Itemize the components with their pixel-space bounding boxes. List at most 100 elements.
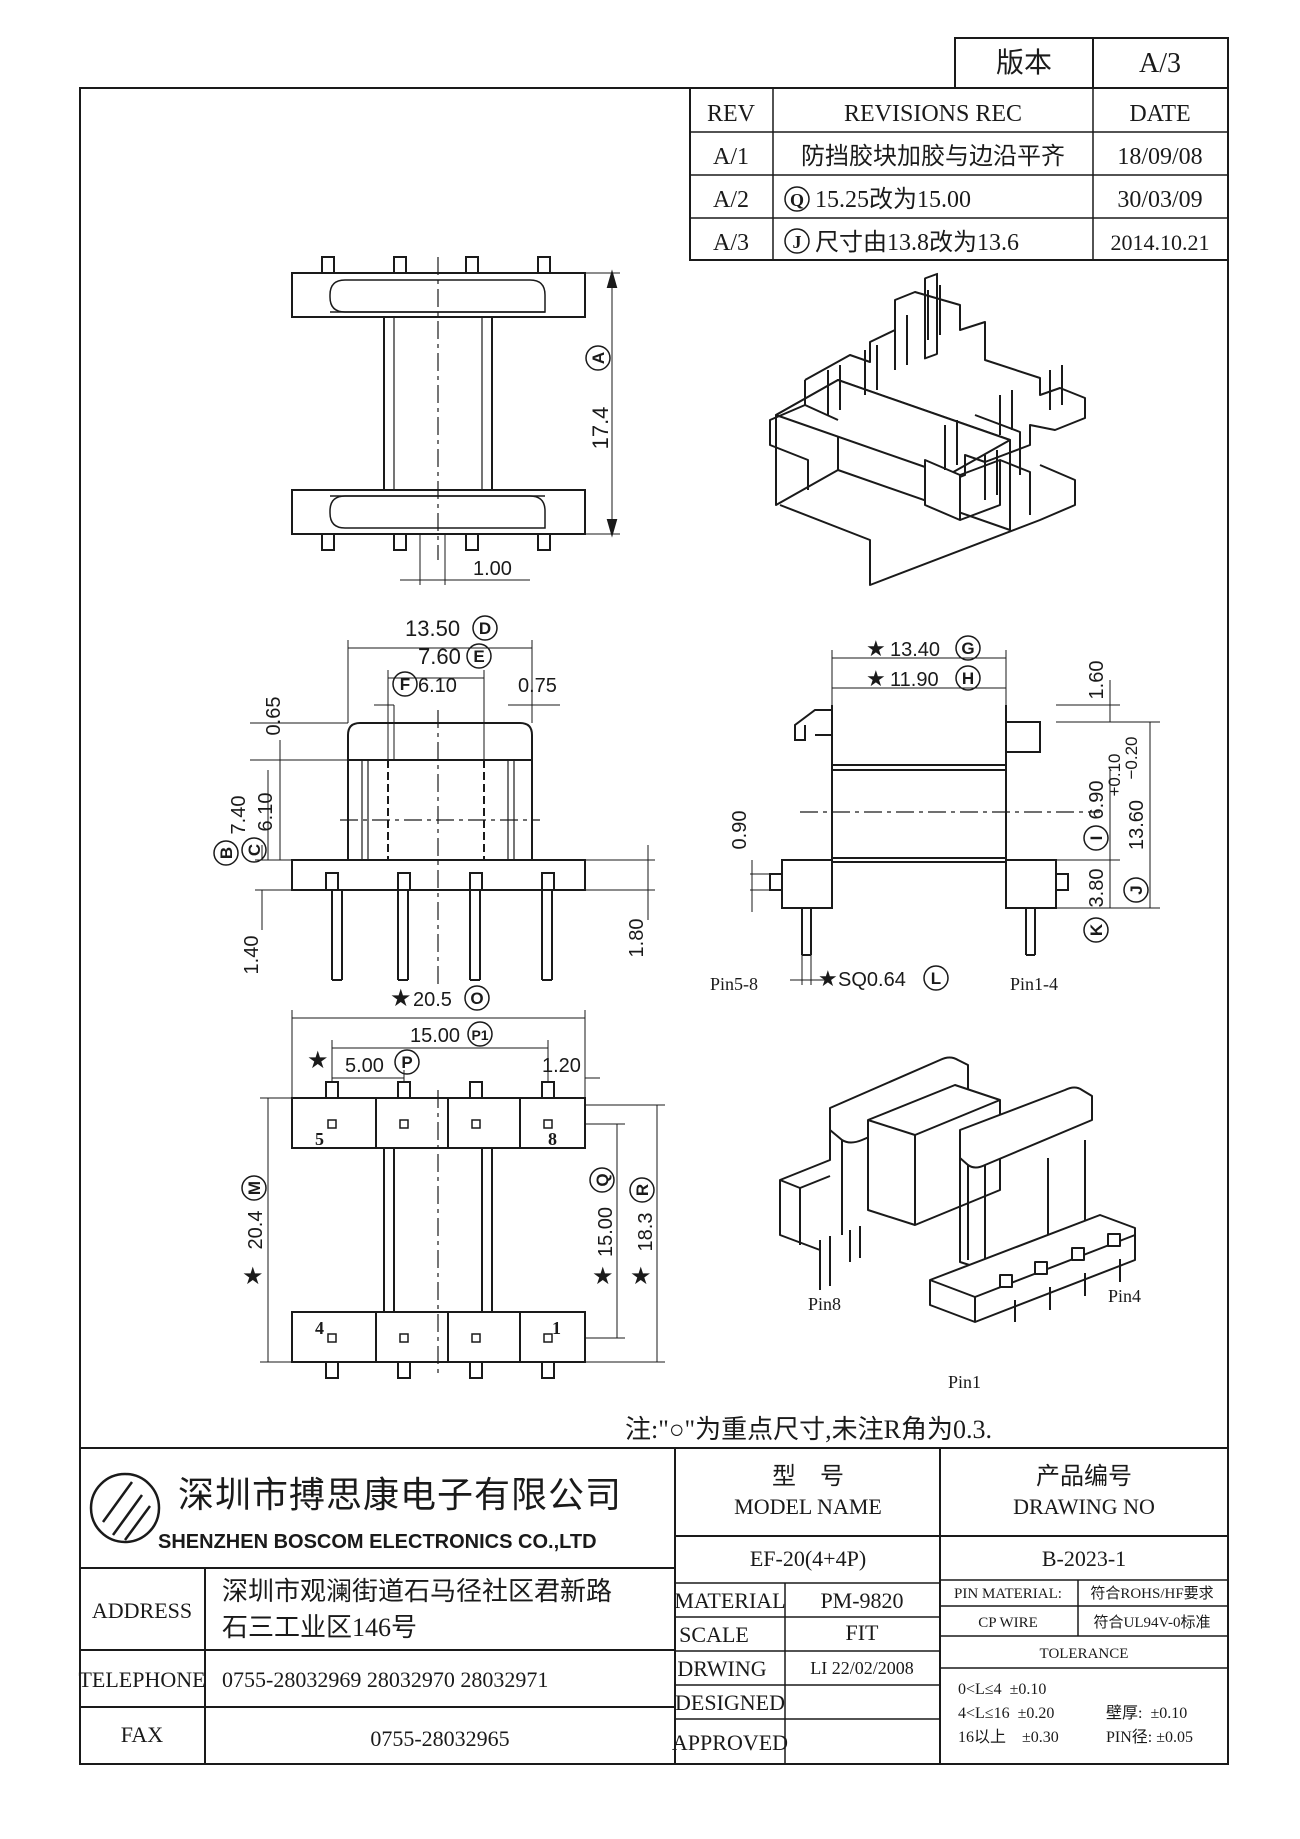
scale-value: FIT	[846, 1620, 880, 1645]
dim-front-height-mark: B	[217, 847, 236, 859]
drwing-value: LI 22/02/2008	[810, 1658, 914, 1678]
rev-row-1-date: 18/09/08	[1117, 144, 1202, 170]
model-name-cn: 型 号	[772, 1463, 844, 1490]
iso-view-lower	[779, 1056, 1136, 1323]
dim-side-tol-plus: +0.10	[1105, 753, 1124, 796]
tolerance-2: 4<L≤16 ±0.20	[958, 1705, 1054, 1722]
bot-row-star: ★	[592, 1263, 614, 1290]
dim-side-top: 1.60	[1086, 661, 1108, 700]
bot-pitch-star: ★	[307, 1047, 329, 1074]
dim-top-gap: 1.00	[473, 558, 512, 580]
dim-side-tol-minus: −0.20	[1122, 736, 1141, 779]
bot-width-star: ★	[390, 985, 412, 1012]
pin-material-label: PIN MATERIAL:	[954, 1586, 1062, 1602]
dim-bot-pitch-total-mark: P1	[471, 1027, 488, 1043]
pin-size-star: ★	[818, 966, 838, 991]
tolerance-label: TOLERANCE	[1040, 1646, 1129, 1662]
dim-side-base: 3.80	[1086, 869, 1108, 908]
dim-side-inner-mark: H	[962, 669, 974, 688]
front-view	[250, 640, 655, 985]
rev-row-1-rev: A/1	[713, 144, 749, 170]
model-name-value: EF-20(4+4P)	[750, 1546, 866, 1571]
rev-row-3-rev: A/3	[713, 230, 749, 256]
material-value: PM-9820	[820, 1588, 903, 1613]
dim-pin-size-mark: L	[931, 969, 941, 988]
dim-bot-row-mark: Q	[593, 1173, 612, 1186]
dim-side-inner: 11.90	[890, 669, 939, 691]
dim-bot-height: 20.4	[245, 1211, 267, 1250]
tolerance-3b: PIN径: ±0.05	[1106, 1728, 1193, 1746]
dim-bot-row2: 18.3	[635, 1213, 657, 1252]
bottom-view	[260, 1010, 665, 1379]
dim-bot-row: 15.00	[595, 1207, 617, 1257]
dim-front-side: 0.75	[518, 675, 557, 697]
version-box: 版本 A/3	[954, 37, 1229, 89]
rev-row-1-text: 防挡胶块加胶与边沿平齐	[801, 143, 1065, 170]
dim-side-total: 13.60	[1126, 800, 1148, 850]
dim-pin-size: SQ0.64	[838, 969, 906, 991]
pin-number-1: 1	[552, 1318, 561, 1338]
dim-front-inner-mark: E	[473, 647, 484, 666]
rev-header: REV	[707, 101, 756, 127]
dim-front-width-mark: D	[479, 619, 491, 638]
drawing-no-en: DRAWING NO	[1013, 1494, 1155, 1519]
iso-pin4-label: Pin4	[1108, 1286, 1141, 1306]
iso-view-upper	[769, 272, 1086, 586]
dim-front-top: 0.65	[263, 697, 285, 736]
bot-row2-star: ★	[630, 1263, 652, 1290]
address-line-2: 石三工业区146号	[222, 1613, 417, 1642]
dim-side-slot: 0.90	[729, 811, 751, 850]
tolerance-3: 16以上 ±0.30	[958, 1728, 1059, 1746]
drwing-label: DRWING	[677, 1656, 766, 1681]
rev-row-2-text: 15.25改为15.00	[815, 186, 971, 213]
scale-label: SCALE	[679, 1622, 749, 1647]
pin-left-label: Pin5-8	[710, 974, 758, 994]
revision-table: REV REVISIONS REC DATE A/1 防挡胶块加胶与边沿平齐 1…	[689, 87, 1229, 261]
top-view	[291, 256, 620, 585]
dim-front-inner: 7.60	[418, 644, 461, 669]
telephone-value: 0755-28032969 28032970 28032971	[222, 1667, 548, 1692]
revisions-rec-header: REVISIONS REC	[844, 101, 1022, 127]
company-name-cn: 深圳市搏思康电子有限公司	[178, 1475, 622, 1515]
drawing-note: 注:"○"为重点尺寸,未注R角为0.3.	[625, 1415, 992, 1444]
iso-pin8-label: Pin8	[808, 1294, 841, 1314]
side-view	[750, 650, 1160, 985]
fax-value: 0755-28032965	[370, 1726, 509, 1751]
cp-wire-value: 符合UL94V-0标准	[1094, 1614, 1211, 1631]
pin-right-label: Pin1-4	[1010, 974, 1058, 994]
dim-bot-edge: 1.20	[542, 1055, 581, 1077]
dim-front-height: 7.40	[228, 796, 250, 835]
dim-front-width: 13.50	[405, 616, 460, 641]
dim-bot-row2-mark: R	[633, 1184, 652, 1196]
side-inner-star: ★	[866, 666, 886, 691]
dim-front-core-mark: F	[400, 675, 410, 694]
address-label: ADDRESS	[92, 1598, 192, 1623]
drawing-no-cn: 产品编号	[1036, 1463, 1132, 1490]
rev-row-2-rev: A/2	[713, 187, 749, 213]
title-block	[80, 1447, 1228, 1764]
fax-label: FAX	[121, 1722, 163, 1747]
drawing-no-value: B-2023-1	[1042, 1546, 1126, 1571]
dim-bot-pitch-mark: P	[401, 1053, 412, 1072]
cp-wire-label: CP WIRE	[978, 1615, 1038, 1631]
pin-material-value: 符合ROHS/HF要求	[1090, 1585, 1213, 1602]
dim-bot-width: 20.5	[413, 989, 452, 1011]
rev-row-2-mark: Q	[790, 190, 804, 210]
tolerance-2b: 壁厚: ±0.10	[1106, 1703, 1187, 1722]
approved-label: APPROVED	[672, 1730, 788, 1755]
side-width-star: ★	[866, 636, 886, 661]
dim-side-width: 13.40	[890, 639, 940, 661]
telephone-label: TELEPHONE	[78, 1667, 205, 1692]
address-line-1: 深圳市观澜街道石马径社区君新路	[222, 1577, 612, 1606]
dim-front-core: 6.10	[418, 675, 457, 697]
dim-top-height: 17.4	[588, 407, 613, 450]
designed-label: DESIGNED	[675, 1690, 785, 1715]
dim-top-height-mark: A	[589, 352, 608, 364]
dim-bot-pitch: 5.00	[345, 1055, 384, 1077]
main-frame	[79, 87, 1229, 1765]
tolerance-1: 0<L≤4 ±0.10	[958, 1681, 1046, 1698]
dim-side-mid: 6.90	[1086, 781, 1108, 820]
version-label: 版本	[996, 47, 1052, 79]
dim-bot-height-mark: M	[245, 1181, 264, 1195]
